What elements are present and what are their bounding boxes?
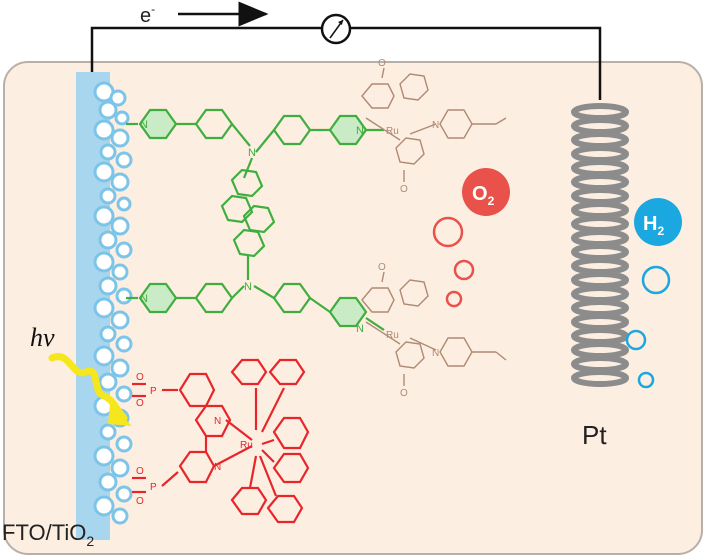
electron-label: e- bbox=[140, 2, 155, 27]
amine-n-label: N bbox=[244, 281, 252, 293]
pt-counter-electrode bbox=[571, 103, 629, 387]
h2-bubbles bbox=[625, 198, 682, 389]
oxygen-label: O bbox=[136, 466, 144, 477]
o2-bubble-large bbox=[462, 168, 510, 216]
hv-label: hv bbox=[30, 323, 55, 352]
oxygen-label: O bbox=[378, 262, 386, 273]
h2-bubble bbox=[637, 371, 655, 389]
oxygen-label: O bbox=[400, 388, 408, 399]
phosphorus-label: P bbox=[150, 482, 157, 493]
pyridine-n-label: N bbox=[356, 323, 364, 335]
electrode-label: FTO/TiO2 bbox=[2, 520, 94, 549]
oxygen-label: O bbox=[378, 58, 386, 69]
tio2-nanoparticles bbox=[93, 81, 133, 525]
h2-label: H2 bbox=[643, 213, 664, 238]
ru-catalyst-top-labels: Ru O O N bbox=[378, 58, 439, 195]
o2-label: O2 bbox=[472, 183, 495, 208]
pyridine-n-label: N bbox=[432, 120, 439, 131]
h2-bubble bbox=[625, 329, 647, 351]
pyridine-n-label: N bbox=[140, 293, 148, 305]
light-arrow-icon bbox=[48, 353, 132, 426]
pyridine-n-label: N bbox=[432, 348, 439, 359]
o2-bubble bbox=[445, 290, 463, 308]
h2-bubble-large bbox=[634, 198, 682, 246]
bipyridine-n-label: N bbox=[214, 416, 221, 427]
oxygen-label: O bbox=[136, 372, 144, 383]
oxygen-label: O bbox=[400, 184, 408, 195]
h2-bubble bbox=[641, 265, 671, 295]
ru-catalyst-bottom-labels: Ru O O N bbox=[378, 262, 439, 399]
triarylamine-linker bbox=[126, 108, 385, 331]
amine-n-label: N bbox=[248, 147, 256, 159]
linker-atom-labels: N N N N N N bbox=[140, 119, 364, 335]
ru-photosensitizer bbox=[132, 358, 310, 524]
pt-label: Pt bbox=[582, 420, 607, 450]
o2-bubble bbox=[453, 259, 475, 281]
oxygen-label: O bbox=[136, 398, 144, 409]
ru-label: Ru bbox=[386, 126, 399, 137]
ammeter-icon bbox=[320, 13, 352, 45]
external-circuit-wire bbox=[90, 26, 602, 100]
oxygen-label: O bbox=[136, 496, 144, 507]
ru-catalyst-top bbox=[361, 67, 507, 182]
o2-bubble bbox=[432, 216, 464, 248]
ru-label: Ru bbox=[240, 440, 253, 451]
o2-bubbles bbox=[432, 168, 510, 308]
ru-label: Ru bbox=[386, 330, 399, 341]
phosphorus-label: P bbox=[150, 386, 157, 397]
ru-catalyst-bottom bbox=[361, 271, 507, 386]
pyridine-n-label: N bbox=[140, 119, 148, 131]
pyridine-n-label: N bbox=[356, 125, 364, 137]
photosensitizer-labels: Ru P P O O O O N N bbox=[136, 372, 253, 507]
bipyridine-n-label: N bbox=[214, 462, 221, 473]
